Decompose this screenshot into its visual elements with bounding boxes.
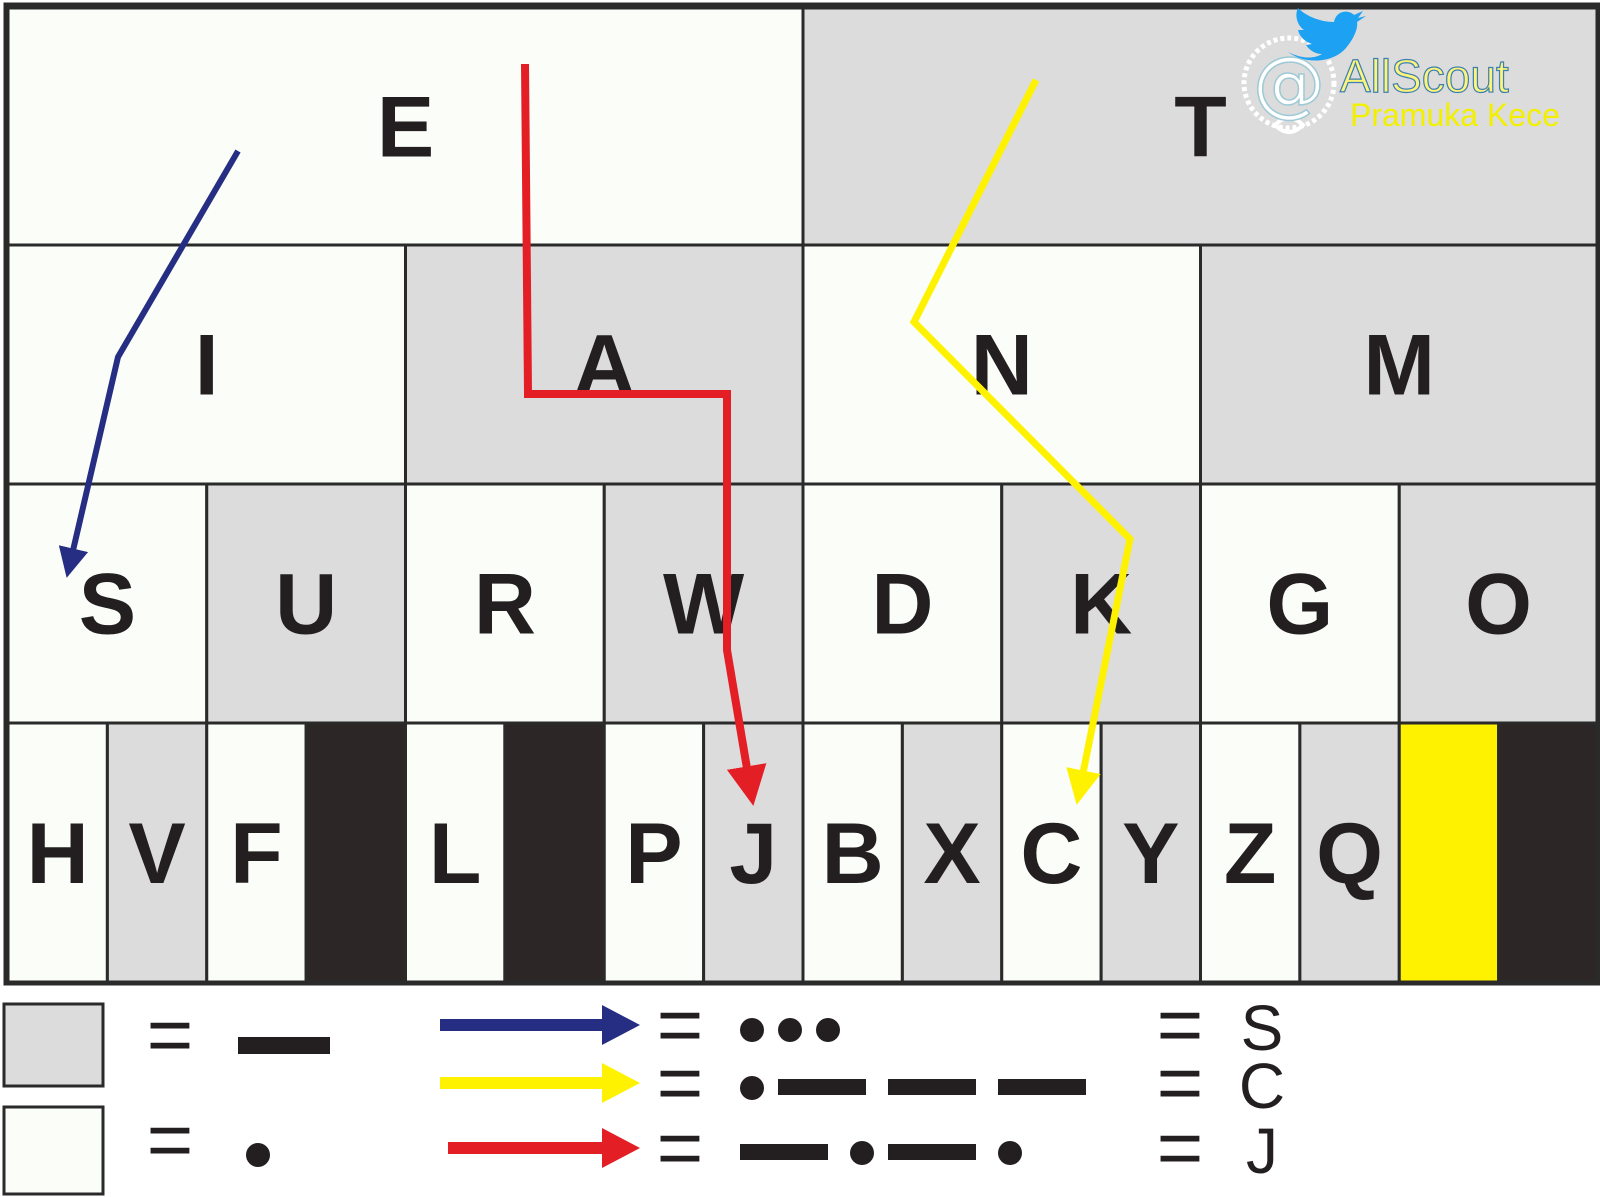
cell-v xyxy=(105,721,209,985)
morse-dash xyxy=(740,1144,828,1160)
legend-target-j: J xyxy=(1246,1115,1278,1187)
letter-w: W xyxy=(663,557,745,653)
letter-l: L xyxy=(429,806,482,902)
watermark-subtitle: Pramuka Kece xyxy=(1350,97,1560,133)
letter-p: P xyxy=(625,806,682,902)
morse-dot xyxy=(740,1076,764,1100)
cell-u xyxy=(205,482,407,725)
path-to-S xyxy=(58,149,241,578)
letter-y: Y xyxy=(1122,806,1179,902)
cell-q xyxy=(1298,721,1401,985)
letter-c: C xyxy=(1020,806,1082,902)
letter-v: V xyxy=(128,806,185,902)
legend-target-c: C xyxy=(1239,1050,1285,1122)
legend-gray-swatch xyxy=(2,1002,105,1088)
legend-equals-result: = xyxy=(1157,1103,1204,1192)
cell-m xyxy=(1199,243,1600,486)
morse-dot xyxy=(778,1018,802,1042)
legend-arrowhead-yellow xyxy=(602,1063,640,1103)
legend-dot-symbol xyxy=(246,1143,270,1167)
legend-white-swatch xyxy=(2,1105,105,1196)
cell-black-blank xyxy=(304,721,407,985)
morse-dot xyxy=(998,1141,1022,1165)
morse-dot xyxy=(740,1018,764,1042)
legend-target-s: S xyxy=(1241,992,1284,1064)
letter-i: I xyxy=(195,318,219,414)
legend-equals: = xyxy=(657,980,704,1069)
cell-o xyxy=(1397,482,1600,725)
legend-equals-white: = xyxy=(147,1095,194,1184)
twitter-bird-icon xyxy=(1288,8,1366,61)
cell-l xyxy=(404,721,507,985)
cell-i xyxy=(6,243,407,486)
path-to-J xyxy=(521,63,767,806)
cell-black-blank xyxy=(1497,721,1600,985)
watermark-title: AllScout xyxy=(1340,50,1509,102)
morse-dash xyxy=(998,1079,1086,1095)
legend-equals-result: = xyxy=(1157,980,1204,1069)
legend-equals: = xyxy=(657,1103,704,1192)
cell-w xyxy=(602,482,805,725)
letter-s: S xyxy=(79,557,136,653)
letter-b: B xyxy=(822,806,884,902)
cell-a xyxy=(404,243,805,486)
cell-b xyxy=(801,721,904,985)
path-legend: ==S==C==J xyxy=(440,980,1285,1192)
cell-t xyxy=(801,6,1600,247)
letter-o: O xyxy=(1465,557,1532,653)
letter-x: X xyxy=(923,806,980,902)
rope-ring-icon xyxy=(1241,35,1337,131)
morse-dot xyxy=(850,1141,874,1165)
cell-p xyxy=(602,721,706,985)
legend-equals-gray: = xyxy=(147,990,194,1079)
letter-n: N xyxy=(971,318,1033,414)
letter-r: R xyxy=(474,557,536,653)
legend-dash-symbol xyxy=(238,1037,330,1054)
letter-j: J xyxy=(729,806,777,902)
path-lines xyxy=(58,63,1134,806)
cell-x xyxy=(900,721,1004,985)
morse-dash xyxy=(888,1144,976,1160)
legend: = = xyxy=(2,990,330,1196)
letter-u: U xyxy=(275,557,337,653)
morse-dot xyxy=(816,1018,840,1042)
letter-a: A xyxy=(573,318,635,414)
cell-yellow-blank xyxy=(1397,721,1501,985)
letter-t: T xyxy=(1174,80,1227,176)
allscout-watermark: @ AllScout Pramuka Kece xyxy=(1241,8,1560,134)
cell-n xyxy=(801,243,1202,486)
cell-z xyxy=(1199,721,1302,985)
letter-h: H xyxy=(27,806,89,902)
letter-z: Z xyxy=(1224,806,1277,902)
morse-dash xyxy=(778,1079,866,1095)
letter-m: M xyxy=(1363,318,1435,414)
legend-equals: = xyxy=(657,1038,704,1127)
cell-y xyxy=(1099,721,1202,985)
cell-f xyxy=(205,721,308,985)
grid-outer-border xyxy=(3,2,1600,986)
cell-h xyxy=(6,721,109,985)
letter-e: E xyxy=(377,80,434,176)
cell-e xyxy=(6,6,805,247)
letter-q: Q xyxy=(1316,806,1383,902)
legend-arrowhead-red xyxy=(602,1128,640,1168)
cell-black-blank xyxy=(503,721,606,985)
letter-f: F xyxy=(230,806,283,902)
letter-d: D xyxy=(871,557,933,653)
legend-equals-result: = xyxy=(1157,1038,1204,1127)
cell-g xyxy=(1199,482,1401,725)
legend-arrowhead-blue xyxy=(602,1005,640,1045)
watermark-at-symbol: @ xyxy=(1253,41,1325,125)
path-to-C xyxy=(909,78,1134,805)
letter-g: G xyxy=(1266,557,1333,653)
knot-icon xyxy=(1272,116,1306,134)
morse-dash xyxy=(888,1079,976,1095)
